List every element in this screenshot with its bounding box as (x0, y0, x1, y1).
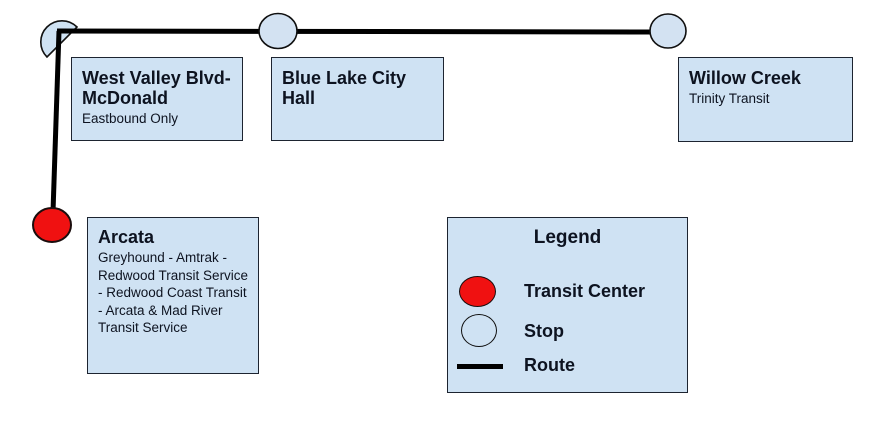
transit-center-marker-arcata (32, 207, 72, 243)
stop-title: West Valley Blvd-McDonald (82, 68, 231, 109)
stop-marker-willow-creek (649, 13, 687, 49)
route-line-icon (457, 364, 503, 369)
legend-item-stop: Stop (524, 321, 564, 341)
stop-title: Willow Creek (689, 68, 801, 88)
stop-label-box-west-valley: West Valley Blvd-McDonald Eastbound Only (71, 57, 243, 141)
legend: Legend Transit Center Stop Route (447, 217, 688, 393)
route-line-vertical (50, 30, 62, 213)
stop-circle-icon (461, 314, 497, 347)
stop-label-box-blue-lake: Blue Lake City Hall (271, 57, 444, 141)
stop-title: Arcata (98, 227, 155, 247)
stop-label-box-willow-creek: Willow Creek Trinity Transit (678, 57, 853, 142)
stop-marker-blue-lake (258, 12, 298, 50)
stop-subtitle: Trinity Transit (689, 91, 770, 107)
stop-subtitle: Eastbound Only (82, 111, 179, 127)
stop-subtitle: Greyhound - Amtrak - Redwood Transit Ser… (98, 250, 249, 336)
legend-item-transit-center: Transit Center (524, 281, 646, 301)
stop-label-box-arcata: Arcata Greyhound - Amtrak - Redwood Tran… (87, 217, 259, 374)
route-line-horizontal (56, 28, 668, 35)
stop-title: Blue Lake City Hall (282, 68, 407, 109)
transit-center-circle-icon (459, 276, 496, 307)
legend-item-route: Route (524, 355, 575, 375)
legend-title: Legend (533, 227, 602, 248)
